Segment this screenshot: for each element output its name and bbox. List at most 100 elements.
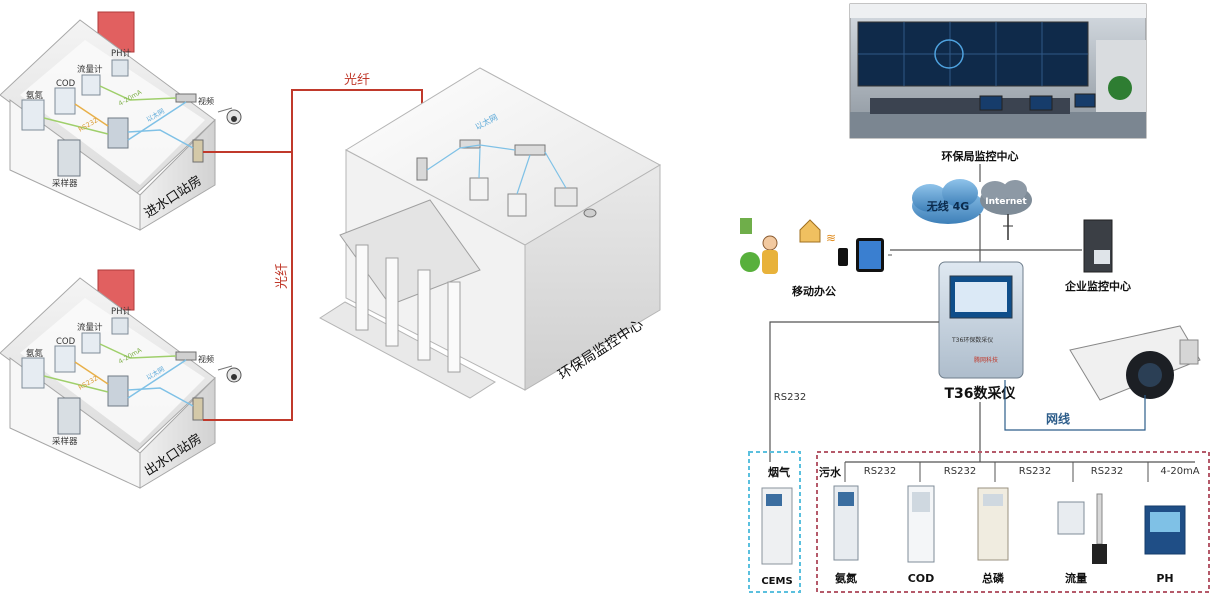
- flue-gas-group: [748, 451, 801, 593]
- ethernet-line: [127, 101, 187, 141]
- device-name: T36数采仪: [944, 385, 1016, 402]
- cod-analyzer: [54, 345, 76, 373]
- sampler: [57, 397, 81, 435]
- cloud-internet: Internet: [980, 180, 1032, 215]
- ammonia-analyzer: [21, 357, 45, 389]
- ethernet-line: [544, 151, 567, 189]
- enterprise-center-label: 企业监控中心: [1064, 279, 1131, 293]
- ethernet-line: [516, 154, 531, 195]
- bus-label: RS232: [864, 466, 896, 477]
- wastewater-label: 污水: [819, 465, 842, 479]
- phosphorus-cabinet: [977, 487, 1009, 561]
- data-logger: [107, 375, 129, 407]
- bullet-camera: [1069, 325, 1201, 401]
- camera-label: 视频: [198, 96, 214, 106]
- ammonia-analyzer: [21, 99, 45, 131]
- mobile-office-label: 移动办公: [792, 284, 836, 298]
- flowmeter: [81, 332, 101, 354]
- device-brand: 腾网科技: [974, 356, 998, 364]
- building-side: [524, 164, 661, 391]
- column: [385, 257, 399, 347]
- monitor-icon: [554, 187, 578, 207]
- flowmeter: [81, 74, 101, 96]
- person-icon: [762, 235, 778, 251]
- desk-monitor: [1029, 95, 1053, 111]
- signal-line: [99, 85, 177, 101]
- instrument-label: 氨氮: [26, 348, 44, 359]
- ethernet-line: [127, 129, 194, 149]
- instrument-label: COD: [908, 572, 935, 585]
- signal-line: [74, 103, 109, 127]
- fiber-label: 光纤: [344, 73, 370, 88]
- plant-icon: [1108, 76, 1132, 100]
- cloud-4g: 无线 4G: [912, 179, 984, 224]
- house-icon: [799, 219, 821, 243]
- instrument-label: 采样器: [52, 436, 78, 447]
- ethernet-line: [127, 359, 187, 399]
- server-icon: [1083, 219, 1113, 273]
- ph-meter: [111, 317, 129, 335]
- network-cable: [1004, 380, 1146, 431]
- switch-icon: [459, 139, 481, 149]
- ph-meter: [111, 59, 129, 77]
- switch-icon: [175, 93, 197, 103]
- phone-icon: [838, 248, 848, 266]
- ethernet-line: [478, 147, 481, 179]
- wastewater-group: [816, 451, 1210, 593]
- cloud-internet-label: Internet: [985, 197, 1027, 207]
- person-icon: [762, 250, 778, 274]
- cod-analyzer: [54, 87, 76, 115]
- cloud-4g-label: 无线 4G: [926, 199, 970, 213]
- instrument-label: 流量: [1065, 571, 1087, 585]
- tree-icon: [740, 252, 760, 272]
- wifi-icon: ≋: [826, 231, 836, 245]
- rs232-line: [769, 321, 939, 462]
- signal-line: [99, 343, 177, 359]
- station-outlet: 氨氮 COD 流量计 PH计 采样器 视频 4-20mA RS232 以太网 出…: [0, 269, 242, 489]
- instrument-label: COD: [56, 79, 76, 89]
- switch-icon: [175, 351, 197, 361]
- antenna-icon: [1003, 214, 1013, 240]
- instrument-label: COD: [56, 337, 76, 347]
- instrument-label: 流量计: [77, 322, 103, 333]
- portico-roof: [339, 199, 481, 306]
- flue-gas-label: 烟气: [768, 465, 790, 479]
- station-inlet: 氨氮 COD 流量计 PH计 采样器 视频 4-20mA RS232 以太网 进…: [0, 11, 242, 231]
- instrument-label: 氨氮: [26, 90, 44, 101]
- fiber-line: [203, 152, 293, 421]
- cod-cabinet: [907, 485, 935, 563]
- signal-line: [43, 375, 109, 393]
- flowmeter-device: [1057, 493, 1107, 564]
- fiber-converter: [416, 157, 428, 181]
- cems-label: CEMS: [761, 576, 792, 587]
- instrument-label: PH计: [111, 48, 132, 59]
- bus-label: 4-20mA: [1160, 466, 1199, 477]
- instrument-label: PH计: [111, 306, 132, 317]
- column: [447, 281, 461, 373]
- ethernet-line: [426, 144, 516, 171]
- column: [355, 244, 369, 331]
- signal-line: [43, 117, 109, 135]
- desk-monitor: [1074, 93, 1096, 108]
- trash-bin-icon: [740, 218, 752, 234]
- server-icon: [507, 193, 527, 217]
- device-screen-label: T36环保数采仪: [951, 336, 993, 344]
- camera-icon: [583, 208, 597, 218]
- sampler: [57, 139, 81, 177]
- fiber-converter: [192, 139, 204, 163]
- camera-icon: [217, 107, 242, 125]
- camera-icon: [217, 365, 242, 383]
- mobile-office: ≋ 移动办公: [740, 218, 892, 298]
- desk-monitor: [979, 95, 1003, 111]
- monitor-center-photo: [849, 3, 1147, 139]
- camera-label: 视频: [198, 354, 214, 364]
- signal-line: [74, 361, 109, 385]
- instrument-label: PH: [1156, 572, 1173, 585]
- instrument-label: 氨氮: [835, 571, 857, 585]
- bus-label: RS232: [1019, 466, 1051, 477]
- house-interior: [20, 40, 205, 185]
- bus-label: RS232: [944, 466, 976, 477]
- network-cable-label: 网线: [1046, 411, 1070, 426]
- instrument-label: 采样器: [52, 178, 78, 189]
